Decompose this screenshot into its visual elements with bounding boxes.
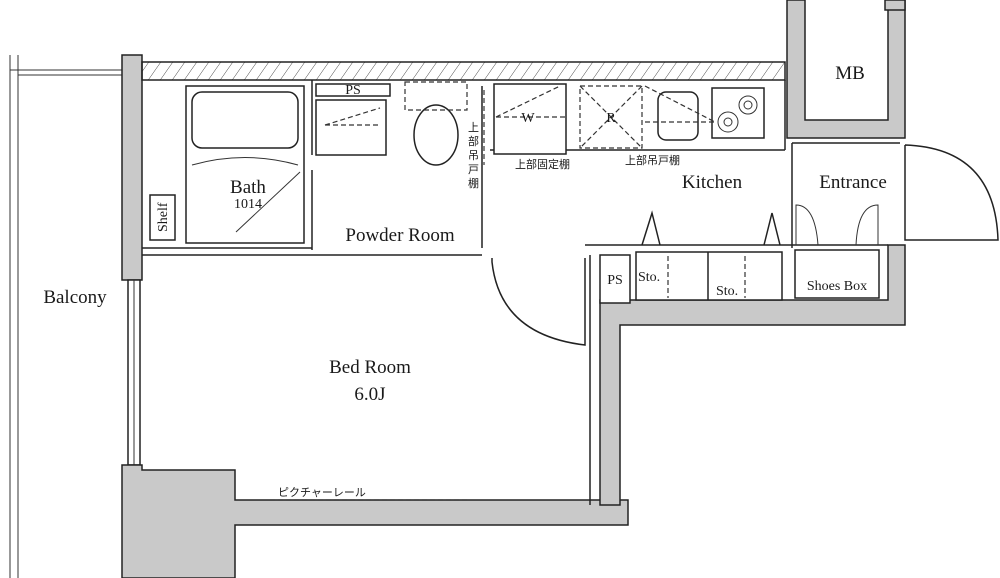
storage-1-label: Sto. — [638, 270, 660, 285]
bed-room-size: 6.0J — [354, 384, 385, 405]
shoe-cabinet-doors[interactable] — [795, 204, 879, 246]
sink[interactable] — [657, 91, 699, 141]
storage-2-label: Sto. — [716, 284, 738, 299]
note-fixed-shelf: 上部固定棚 — [515, 157, 570, 171]
kitchen-label: Kitchen — [682, 172, 743, 193]
note-hanging-cabinet: 上部吊戸棚 — [625, 153, 680, 167]
ps-top-label: PS — [345, 83, 361, 98]
ps-bottom — [599, 254, 631, 304]
bath-door[interactable] — [235, 171, 301, 233]
ps-bottom-label: PS — [607, 273, 623, 288]
washer-label: W — [521, 111, 535, 126]
mb-label: MB — [835, 63, 865, 84]
shoes-box-label: Shoes Box — [807, 279, 867, 294]
note-cabinet-v5: 棚 — [468, 176, 479, 190]
stove[interactable] — [711, 87, 765, 139]
fridge-space — [579, 85, 643, 149]
shoes-box — [794, 249, 880, 299]
note-cabinet-v1: 上 — [468, 121, 479, 134]
entrance: Entrance Shoes Box — [794, 144, 999, 299]
bath-room: Bath 1014 Shelf — [149, 85, 305, 244]
bed-room-label: Bed Room — [329, 357, 411, 378]
bath-label: Bath — [230, 177, 266, 198]
shelf — [149, 194, 176, 241]
hatched-wall — [141, 61, 786, 81]
shelf-label: Shelf — [156, 202, 171, 232]
powder-room: PS 上 部 吊 戸 棚 Powder Room — [315, 81, 485, 246]
washbasin — [315, 99, 387, 156]
note-cabinet-v3: 吊 — [468, 149, 479, 162]
bed-room-door[interactable] — [491, 258, 586, 346]
bath-size: 1014 — [234, 197, 262, 212]
entrance-door[interactable] — [904, 144, 999, 241]
washer-space — [493, 83, 567, 155]
bathtub — [191, 91, 299, 149]
note-cabinet-v2: 部 — [468, 134, 479, 148]
powder-room-label: Powder Room — [345, 225, 454, 246]
walls — [121, 0, 906, 578]
balcony-area: Balcony — [9, 55, 122, 578]
note-cabinet-v4: 戸 — [468, 163, 479, 176]
bed-room: Bed Room 6.0J ピクチャーレール — [270, 258, 586, 501]
toilet[interactable] — [413, 104, 459, 166]
fridge-label: R — [606, 111, 616, 126]
balcony-label: Balcony — [43, 287, 107, 308]
kitchen: W 上部固定棚 R 上部吊戸棚 Kitchen PS Sto. Sto. — [493, 83, 783, 304]
picture-rail-label: ピクチャーレール — [278, 486, 366, 499]
entrance-label: Entrance — [819, 172, 887, 193]
